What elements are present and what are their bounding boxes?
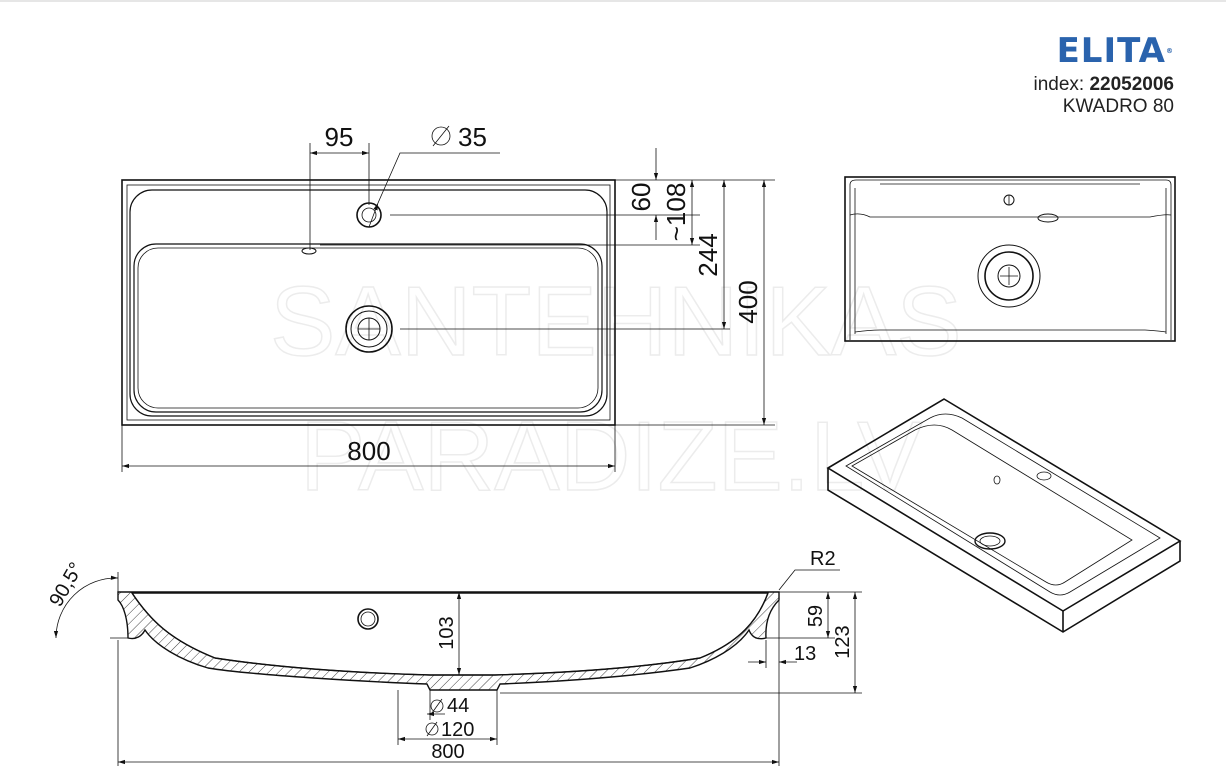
dim-60: 60 — [626, 183, 656, 212]
dim-13: 13 — [794, 643, 816, 665]
svg-text:SANTEHNIKAS: SANTEHNIKAS — [270, 266, 962, 376]
dim-depth: 103 — [436, 616, 458, 649]
product-model: KWADRO 80 — [1062, 96, 1174, 117]
brand-block: ELITA® index: 22052006 KWADRO 80 — [1033, 34, 1174, 118]
front-view — [844, 176, 1176, 342]
svg-text:PARADIZE.LV: PARADIZE.LV — [300, 401, 923, 511]
dim-tap-hole: 35 — [458, 122, 487, 152]
dim-drain-outer: 120 — [441, 719, 474, 741]
dim-height: 400 — [733, 280, 763, 323]
dim-drain-inner: 44 — [447, 695, 469, 717]
dim-tap-offset: 95 — [325, 122, 354, 152]
dim-244: 244 — [693, 233, 723, 276]
section-view: 90,5° R2 103 59 123 13 44 — [45, 548, 862, 766]
watermark: SANTEHNIKAS PARADIZE.LV — [269, 265, 962, 512]
product-index: index: 22052006 — [1033, 74, 1174, 95]
dim-radius: R2 — [810, 548, 836, 570]
isometric-view — [826, 398, 1182, 633]
dim-height: 123 — [832, 625, 854, 658]
dim-width: 800 — [431, 741, 464, 763]
dim-width: 800 — [347, 436, 390, 466]
dim-108: ~108 — [661, 183, 691, 242]
elita-logo: ELITA® — [1056, 31, 1174, 71]
dim-angle: 90,5° — [45, 559, 88, 611]
top-view: 95 35 60 ~108 244 400 800 — [121, 122, 775, 472]
dim-59: 59 — [805, 605, 827, 627]
